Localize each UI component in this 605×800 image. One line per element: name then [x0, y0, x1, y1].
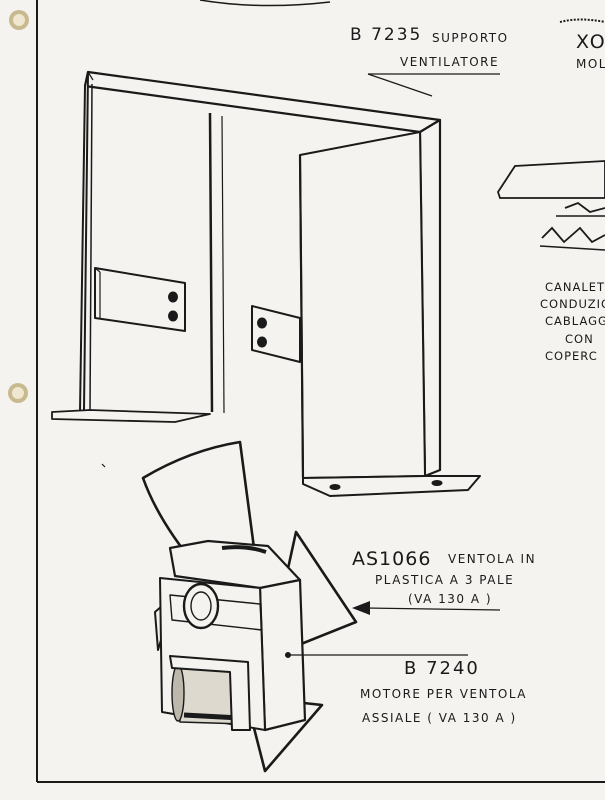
part-desc-mol: MOL [576, 57, 605, 71]
part-code-xo: XO [576, 31, 605, 53]
part-code-b7240: B 7240 [404, 658, 480, 679]
part-desc-b7235-line2: VENTILATORE [400, 55, 500, 69]
arrow-as1066 [352, 601, 501, 615]
part-desc-as1066-line3: (VA 130 A ) [408, 592, 493, 606]
bracket-right-foot [302, 475, 481, 497]
channel-label-line4: CON [565, 332, 594, 346]
binder-hole-top [9, 10, 29, 30]
bracket-left-leg [79, 71, 89, 413]
channel-label-line3: CABLAGG [545, 314, 605, 328]
part-code-as1066: AS1066 [352, 548, 432, 570]
cut-line-top [199, 0, 331, 7]
part-code-b7235: B 7235 [350, 25, 423, 45]
part-desc-as1066-line2: PLASTICA A 3 PALE [375, 573, 515, 587]
part-desc-b7240-line1: MOTORE PER VENTOLA [360, 687, 527, 701]
bracket-right-tab [251, 305, 301, 363]
part-desc-as1066-line1: VENTOLA IN [448, 552, 537, 566]
motor-b7240 [159, 539, 307, 732]
channel-label-line1: CANALET [545, 280, 605, 294]
channel-label-line2: CONDUZIO [540, 297, 605, 311]
channel-label-line5: COPERC [545, 349, 598, 363]
binder-hole-middle [8, 383, 28, 403]
bracket-left-tab [94, 267, 186, 332]
bracket-left-foot [51, 409, 211, 423]
part-desc-b7235-line1: SUPPORTO [432, 31, 509, 45]
leader-b7235 [367, 73, 433, 97]
part-desc-b7240-line2: ASSIALE ( VA 130 A ) [362, 711, 517, 725]
fan-bracket-b7235 [51, 70, 481, 497]
cable-channel-part [497, 18, 605, 251]
